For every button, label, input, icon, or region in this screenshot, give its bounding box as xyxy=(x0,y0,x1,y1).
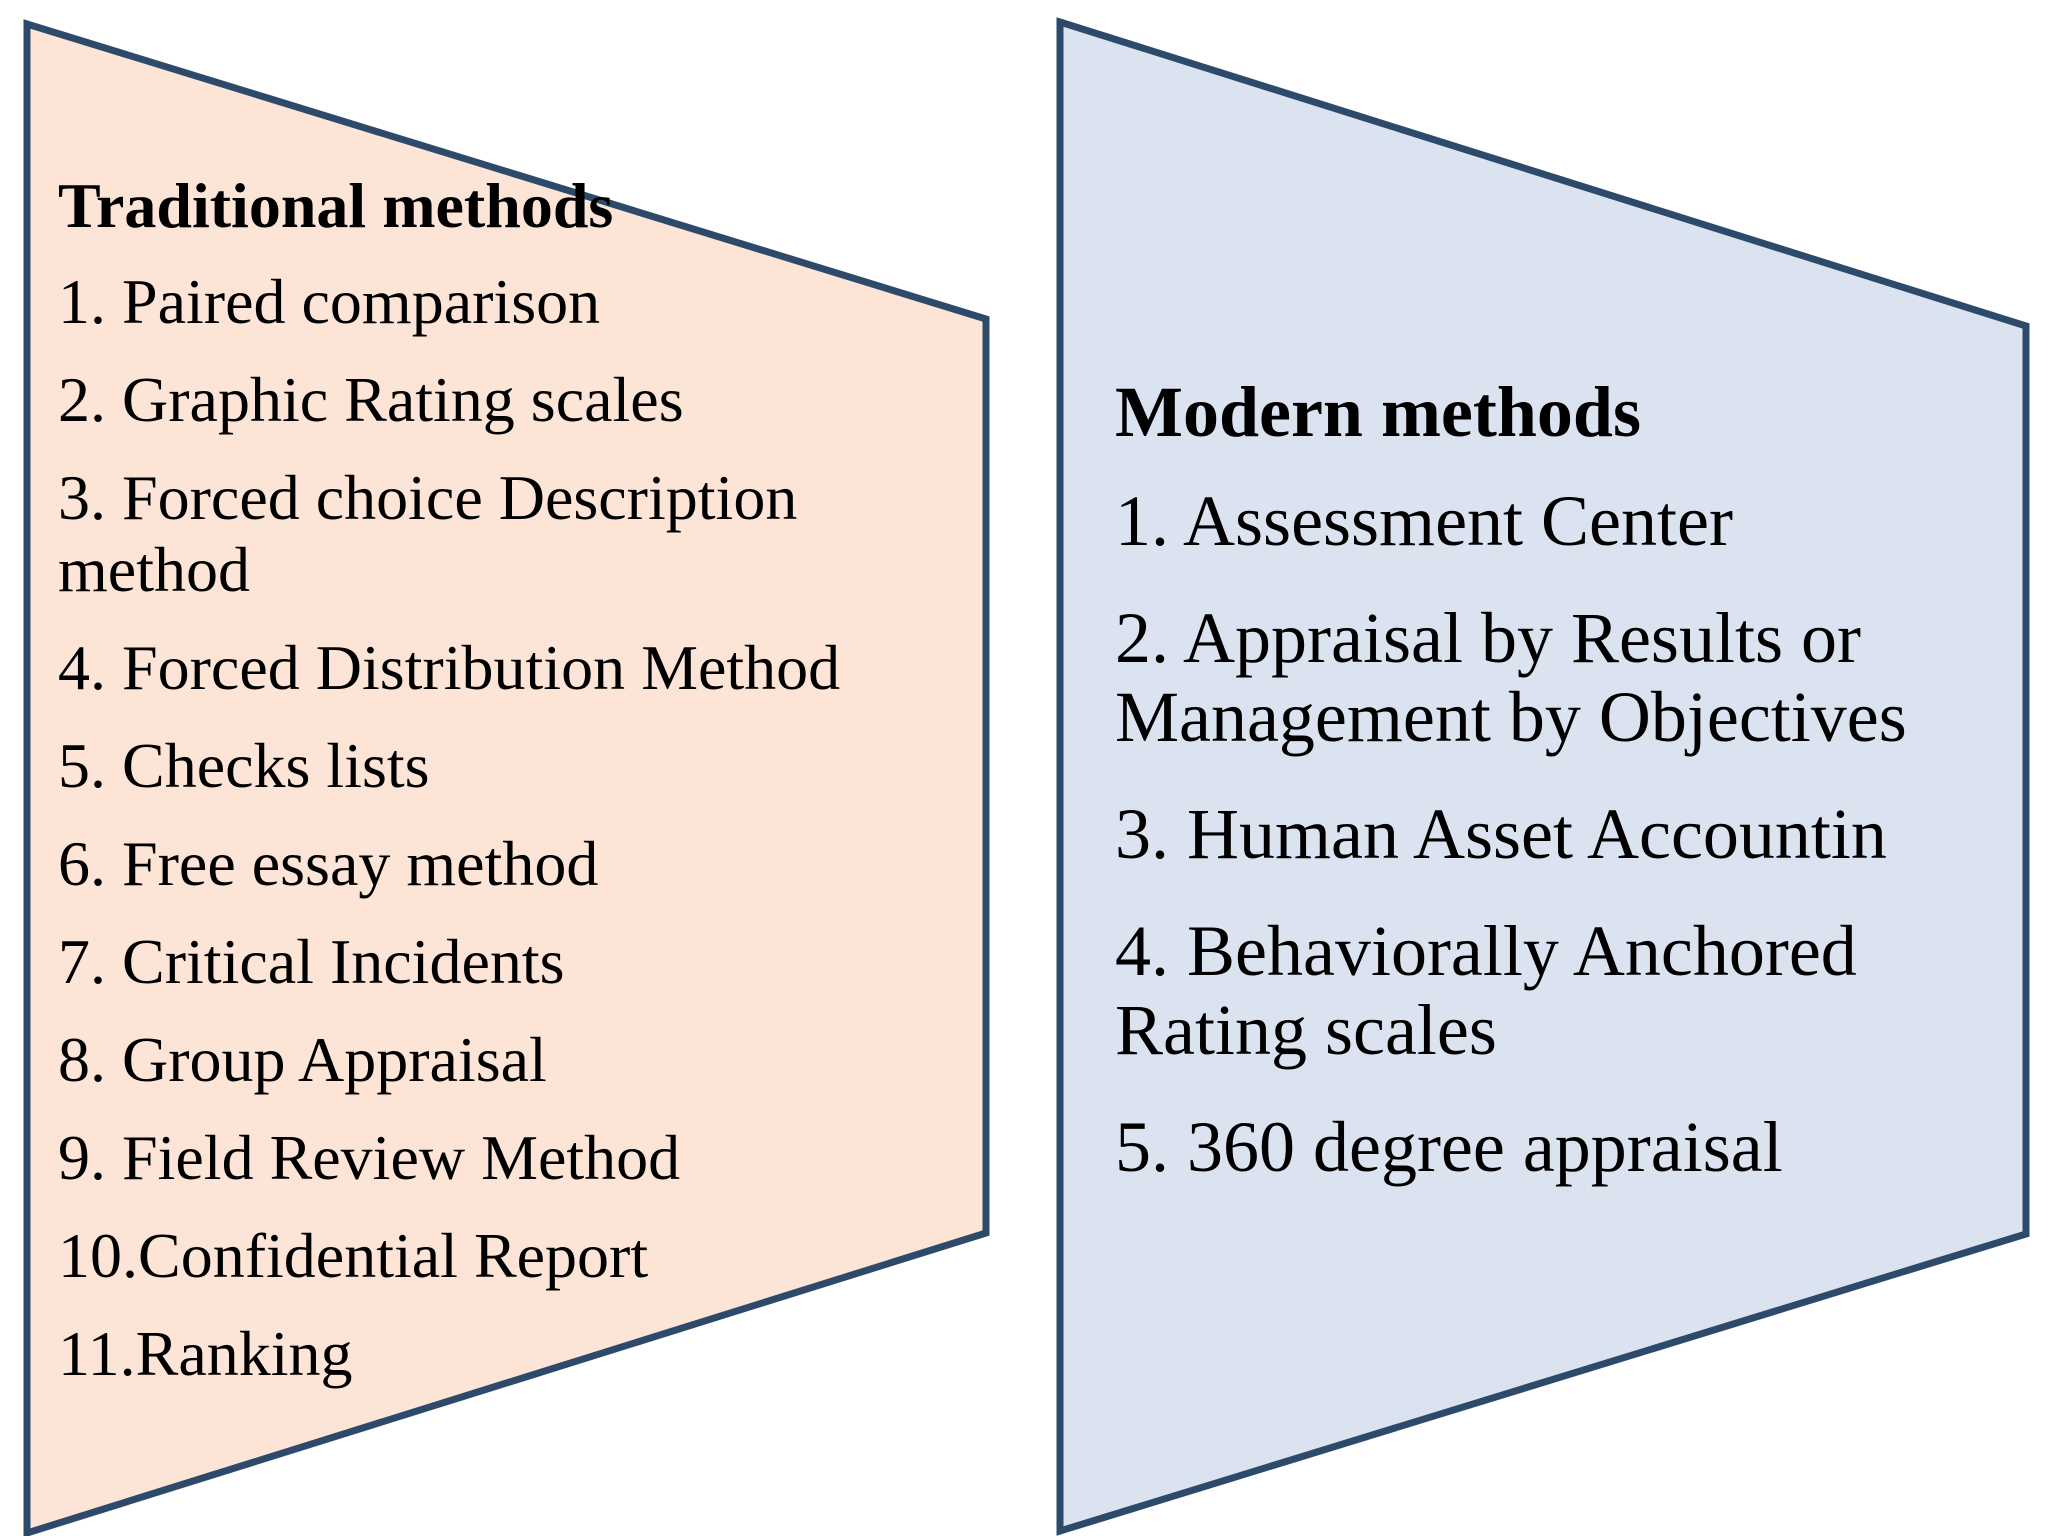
list-item: 3. Forced choice Description method xyxy=(58,462,798,605)
modern-methods-title: Modern methods xyxy=(1115,372,1641,452)
list-item: 6. Free essay method xyxy=(58,828,599,899)
traditional-methods-panel: Traditional methods 1. Paired comparison… xyxy=(58,170,993,1416)
list-item: 9. Field Review Method xyxy=(58,1122,681,1193)
list-item: 2. Appraisal by Results or Management by… xyxy=(1115,598,1907,757)
traditional-methods-list: 1. Paired comparison 2. Graphic Rating sc… xyxy=(58,266,993,1390)
list-item: 3. Human Asset Accountin xyxy=(1115,794,1887,874)
list-item: 11.Ranking xyxy=(58,1318,353,1389)
modern-methods-list: 1. Assessment Center 2. Appraisal by Resu… xyxy=(1115,482,1995,1187)
list-item: 7. Critical Incidents xyxy=(58,926,565,997)
list-item: 1. Paired comparison xyxy=(58,266,601,337)
modern-methods-panel: Modern methods 1. Assessment Center 2. Ap… xyxy=(1115,372,1995,1225)
list-item: 10.Confidential Report xyxy=(58,1220,649,1291)
list-item: 4. Behaviorally Anchored Rating scales xyxy=(1115,911,1857,1070)
list-item: 8. Group Appraisal xyxy=(58,1024,547,1095)
modern-methods-shape xyxy=(1056,17,2030,1536)
list-item: 1. Assessment Center xyxy=(1115,481,1733,561)
list-item: 5. Checks lists xyxy=(58,730,430,801)
list-item: 2. Graphic Rating scales xyxy=(58,364,684,435)
traditional-methods-title: Traditional methods xyxy=(58,170,614,241)
traditional-methods-shape xyxy=(23,19,990,1536)
list-item: 5. 360 degree appraisal xyxy=(1115,1107,1783,1187)
list-item: 4. Forced Distribution Method xyxy=(58,632,841,703)
